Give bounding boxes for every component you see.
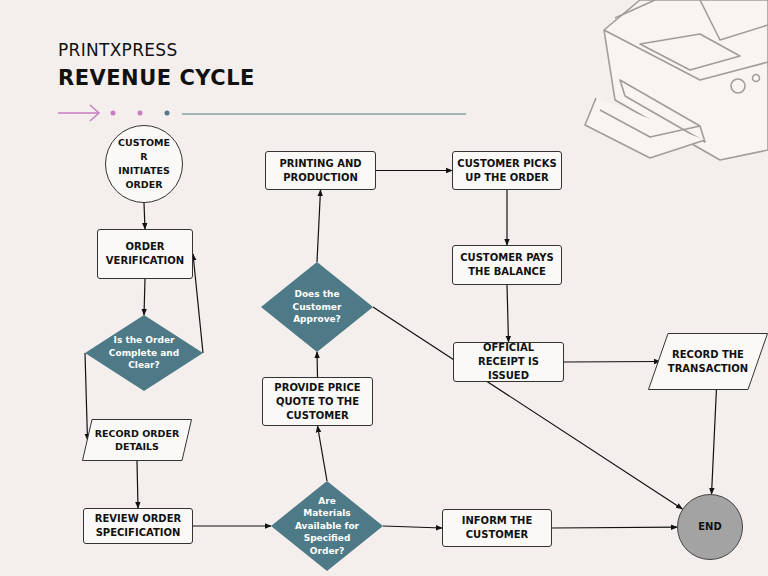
decision-diamond: Does the Customer Approve? — [261, 262, 373, 352]
process-box: INFORM THE CUSTOMER — [442, 509, 552, 547]
node-text: CUSTOMER PAYS THE BALANCE — [457, 251, 557, 279]
node-text: CUSTOMER INITIATES ORDER — [117, 136, 172, 192]
shape-outline — [648, 333, 768, 390]
flow-arrow — [193, 254, 203, 353]
process-box: REVIEW ORDER SPECIFICATION — [83, 508, 193, 544]
rule-arrow-line — [58, 112, 98, 114]
process-box: OFFICIAL RECEIPT IS ISSUED — [453, 342, 564, 382]
parallelogram-outline — [649, 334, 768, 390]
rule-dot — [111, 111, 116, 116]
flow-arrow — [193, 525, 271, 526]
rule-line — [182, 113, 466, 114]
flow-arrow — [317, 190, 321, 262]
flow-arrow — [144, 279, 145, 315]
flow-arrow — [85, 353, 88, 440]
printer-tray — [585, 98, 705, 158]
flow-arrow — [376, 170, 452, 171]
rule-dot — [165, 111, 170, 116]
flow-arrow — [316, 352, 318, 377]
printer-button — [731, 79, 745, 93]
flow-arrow — [144, 203, 145, 229]
shape-outline — [105, 125, 183, 203]
rule-dot — [138, 111, 143, 116]
node-text: Does the Customer Approve? — [284, 288, 351, 326]
printer-paper — [600, 110, 700, 137]
start-circle: CUSTOMER INITIATES ORDER — [105, 125, 183, 203]
shape-outline — [82, 419, 192, 461]
process-box: PRINTING AND PRODUCTION — [265, 151, 376, 190]
flow-arrow — [552, 527, 677, 529]
decision-diamond: Are Materials Available for Specified Or… — [271, 481, 383, 571]
process-box: PROVIDE PRICE QUOTE TO THE CUSTOMER — [262, 377, 373, 426]
node-text: RECORD THE TRANSACTION — [666, 348, 750, 376]
node-text: OFFICIAL RECEIPT IS ISSUED — [458, 341, 559, 383]
parallelogram-outline — [83, 420, 192, 461]
diagram-title: REVENUE CYCLE — [58, 66, 255, 90]
printer-illustration — [585, 0, 768, 160]
data-parallelogram: RECORD THE TRANSACTION — [648, 333, 768, 390]
flow-arrow — [506, 190, 507, 245]
header-rule — [58, 105, 466, 121]
node-text: END — [698, 520, 722, 534]
node-text: Are Materials Available for Specified Or… — [294, 495, 361, 558]
node-text: REVIEW ORDER SPECIFICATION — [88, 512, 188, 540]
node-text: PRINTING AND PRODUCTION — [270, 157, 371, 185]
diamond-outline — [85, 315, 203, 391]
end-circle: END — [677, 494, 743, 560]
decision-diamond: Is the Order Complete and Clear? — [85, 315, 203, 391]
process-box: CUSTOMER PAYS THE BALANCE — [452, 245, 562, 285]
printer-edge — [604, 30, 768, 80]
printer-button — [753, 75, 760, 82]
flow-arrow — [318, 426, 328, 481]
process-box: CUSTOMER PICKS UP THE ORDER — [452, 151, 562, 190]
flow-arrow — [712, 390, 717, 494]
flow-arrow — [564, 361, 660, 363]
flow-arrow — [373, 307, 682, 509]
node-text: CUSTOMER PICKS UP THE ORDER — [457, 157, 557, 185]
data-parallelogram: RECORD ORDER DETAILS — [82, 419, 192, 461]
diamond-outline — [271, 481, 383, 571]
printer-top — [615, 0, 768, 40]
circle-outline — [678, 495, 743, 560]
printer-panel — [640, 34, 740, 70]
brand-label: PRINTXPRESS — [58, 40, 178, 60]
node-text: RECORD ORDER DETAILS — [92, 427, 182, 453]
flow-arrow — [507, 285, 509, 342]
node-text: ORDER VERIFICATION — [102, 240, 188, 268]
flow-arrow — [137, 461, 138, 508]
node-text: PROVIDE PRICE QUOTE TO THE CUSTOMER — [267, 381, 368, 423]
diamond-outline — [261, 262, 373, 352]
node-text: INFORM THE CUSTOMER — [447, 514, 547, 542]
flow-arrow — [383, 526, 442, 528]
circle-outline — [106, 126, 183, 203]
node-text: Is the Order Complete and Clear? — [109, 334, 180, 372]
rule-arrow-head — [90, 105, 99, 121]
process-box: ORDER VERIFICATION — [97, 229, 193, 279]
